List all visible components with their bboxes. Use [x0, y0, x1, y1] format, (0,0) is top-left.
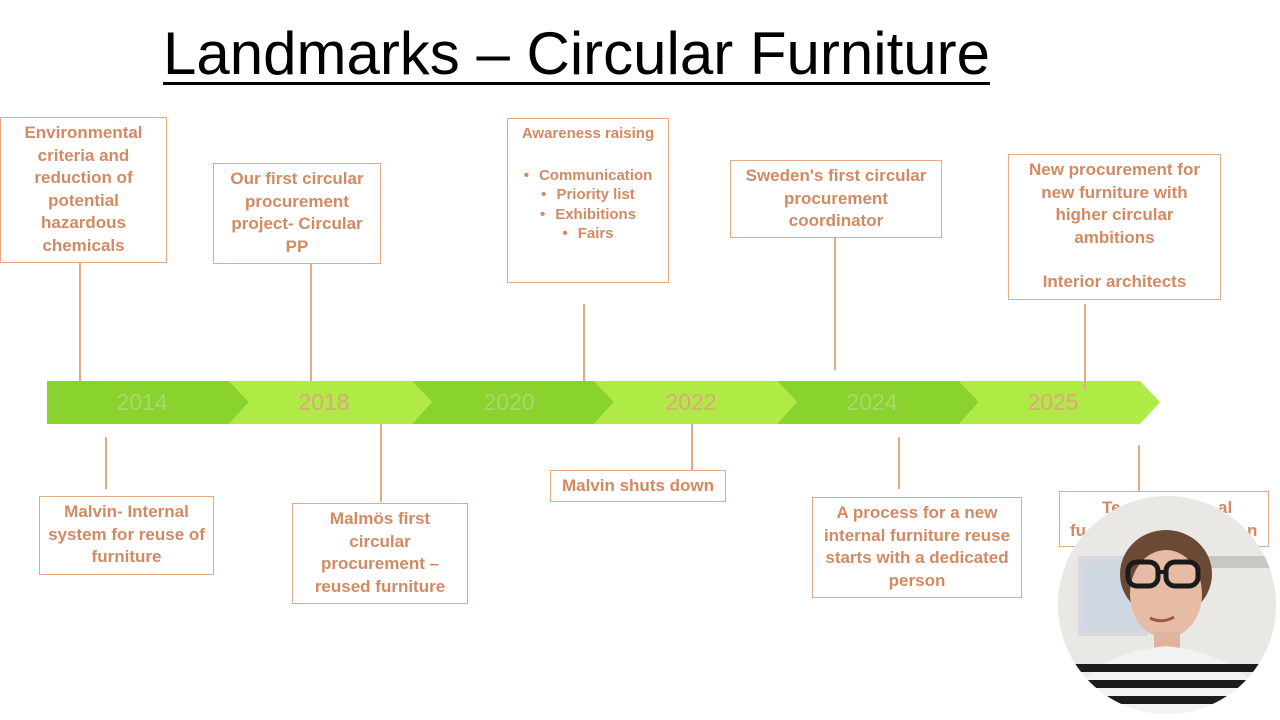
milestone-text: Our first circular procurement project- …: [230, 169, 364, 256]
milestone-text: Malvin- Internal system for reuse of fur…: [48, 502, 205, 566]
connector-line: [898, 437, 900, 489]
milestone-box-2014-bottom: Malvin- Internal system for reuse of fur…: [39, 496, 214, 575]
year-2024: 2024: [846, 389, 898, 415]
milestone-box-2024-bottom: A process for a new internal furniture r…: [812, 497, 1022, 598]
presenter-image-icon: [1058, 496, 1276, 714]
bullet-item: Communication: [524, 166, 652, 186]
milestone-text-fragment: n: [1247, 521, 1258, 540]
connector-line: [583, 304, 585, 381]
timeline-segment-1: [47, 381, 249, 424]
milestone-text: A process for a new internal furniture r…: [823, 503, 1011, 590]
year-2025: 2025: [1027, 389, 1079, 415]
milestone-box-2022-bottom: Malvin shuts down: [550, 470, 726, 502]
connector-line: [691, 424, 693, 472]
slide-title: Landmarks – Circular Furniture: [163, 20, 990, 87]
connector-line: [310, 258, 312, 381]
timeline-segment-3: [412, 381, 614, 424]
milestone-box-2020-top: Awareness raising Communication Priority…: [507, 118, 669, 283]
year-2020: 2020: [483, 389, 535, 415]
connector-line: [1084, 304, 1086, 390]
bullet-item: Fairs: [524, 224, 653, 244]
connector-line: [1138, 445, 1140, 491]
bullet-item: Exhibitions: [524, 205, 653, 225]
timeline-segment-6: [959, 381, 1160, 424]
year-2014: 2014: [116, 389, 168, 415]
milestone-box-2025-top: New procurement for new furniture with h…: [1008, 154, 1221, 300]
milestone-text: Malvin shuts down: [561, 476, 715, 495]
milestone-text: Environmental criteria and reduction of …: [24, 123, 143, 255]
connector-line: [79, 262, 81, 381]
year-2022: 2022: [665, 389, 717, 415]
milestone-box-2018-bottom: Malmös first circular procurement – reus…: [292, 503, 468, 604]
connector-line: [380, 424, 382, 502]
milestone-text-secondary: Interior architects: [1042, 272, 1187, 291]
timeline-segment-2: [229, 381, 432, 424]
bullet-list: Communication Priority list Exhibitions …: [524, 166, 653, 244]
milestone-text: New procurement for new furniture with h…: [1029, 160, 1200, 247]
milestone-heading: Awareness raising: [521, 125, 655, 142]
milestone-text: Malmös first circular procurement – reus…: [314, 509, 446, 596]
connector-line: [105, 437, 107, 489]
presenter-avatar: [1058, 496, 1276, 714]
milestone-box-2024-top: Sweden's first circular procurement coor…: [730, 160, 942, 238]
timeline-segment-4: [594, 381, 797, 424]
milestone-text: Sweden's first circular procurement coor…: [745, 166, 927, 230]
milestone-box-2018-top: Our first circular procurement project- …: [213, 163, 381, 264]
connector-line: [834, 220, 836, 370]
timeline-segment-5: [777, 381, 979, 424]
milestone-box-2014-top: Environmental criteria and reduction of …: [0, 117, 167, 263]
year-2018: 2018: [298, 389, 350, 415]
bullet-item: Priority list: [524, 185, 653, 205]
